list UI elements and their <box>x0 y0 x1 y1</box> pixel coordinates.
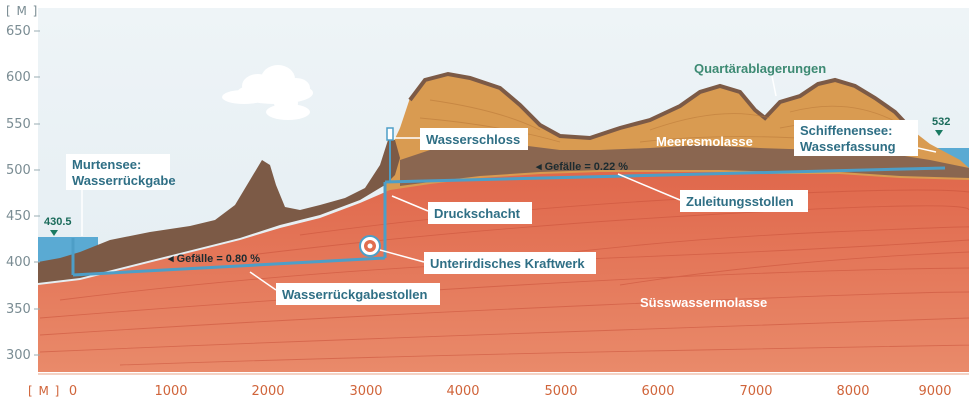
zuleitungsstollen-label-box <box>680 190 808 212</box>
rueckgabestollen-label: Wasserrückgabestollen <box>282 287 428 302</box>
tunnel-system <box>71 138 946 277</box>
slope-right: ◂ Gefälle = 0.22 % <box>535 161 628 173</box>
zuleitungsstollen-label: Zuleitungsstollen <box>686 194 794 209</box>
druckschacht-label-box <box>428 202 532 224</box>
slope-left: ◂ Gefälle = 0.80 % <box>167 253 260 265</box>
wasserschloss-icon <box>386 127 394 141</box>
x-tick-label: 7000 <box>739 384 772 399</box>
y-tick-label: 350 <box>6 302 31 317</box>
quartaer-label: Quartärablagerungen <box>694 61 826 76</box>
level-marker-right-icon <box>935 130 943 136</box>
y-tick-label: 400 <box>6 255 31 270</box>
y-tick-label: 500 <box>6 163 31 178</box>
meeresmolasse-label: Meeresmolasse <box>656 134 753 149</box>
wasserrueckgabestollen-line <box>72 256 386 277</box>
rueckgabestollen-label-box <box>276 283 440 305</box>
kraftwerk-label: Unterirdisches Kraftwerk <box>430 256 585 271</box>
murtensee-label-box <box>66 154 170 190</box>
suesswassermolasse-label: Süsswassermolasse <box>640 295 767 310</box>
x-tick-label: 4000 <box>446 384 479 399</box>
murtensee-label-line1: Murtensee: <box>72 157 141 172</box>
level-right: 532 <box>932 116 950 128</box>
x-tick-label: 3000 <box>349 384 382 399</box>
quartaer-layer <box>38 140 400 283</box>
x-tick-label: 5000 <box>544 384 577 399</box>
x-axis-unit: [ M ] <box>28 384 60 398</box>
level-left: 430.5 <box>44 216 72 228</box>
kraftwerk-label-box <box>424 252 596 274</box>
schiffenensee-label-line2: Wasserfassung <box>800 139 896 154</box>
y-tick-label: 650 <box>6 24 31 39</box>
schiffenensee-label-line1: Schiffenensee: <box>800 123 892 138</box>
y-tick-label: 550 <box>6 117 31 132</box>
x-tick-label: 9000 <box>918 384 951 399</box>
power-station-icon <box>359 235 381 257</box>
y-tick-label: 300 <box>6 348 31 363</box>
y-tick-label: 600 <box>6 70 31 85</box>
cloud-icon <box>266 93 310 120</box>
x-tick-label: 6000 <box>641 384 674 399</box>
zuleitungsstollen-line <box>384 166 946 184</box>
quartaer-surface-line <box>408 71 914 141</box>
y-axis-unit: [ M ] <box>6 4 38 18</box>
level-marker-left-icon <box>50 230 58 236</box>
schiffenensee-label-box <box>794 120 918 156</box>
leader-lines <box>81 75 937 291</box>
murtensee-label-line2: Wasserrückgabe <box>72 173 176 188</box>
x-tick-label: 0 <box>69 384 77 399</box>
wasserschloss-label: Wasserschloss <box>426 132 520 147</box>
x-tick-label: 2000 <box>251 384 284 399</box>
y-axis: 650 600 550 500 450 400 350 300 <box>6 24 40 363</box>
y-tick-label: 450 <box>6 209 31 224</box>
wasserschloss-label-box <box>420 128 528 150</box>
x-axis: 0 1000 2000 3000 4000 5000 6000 7000 800… <box>69 384 952 399</box>
druckschacht-label: Druckschacht <box>434 206 521 221</box>
x-tick-label: 1000 <box>154 384 187 399</box>
x-tick-label: 8000 <box>836 384 869 399</box>
